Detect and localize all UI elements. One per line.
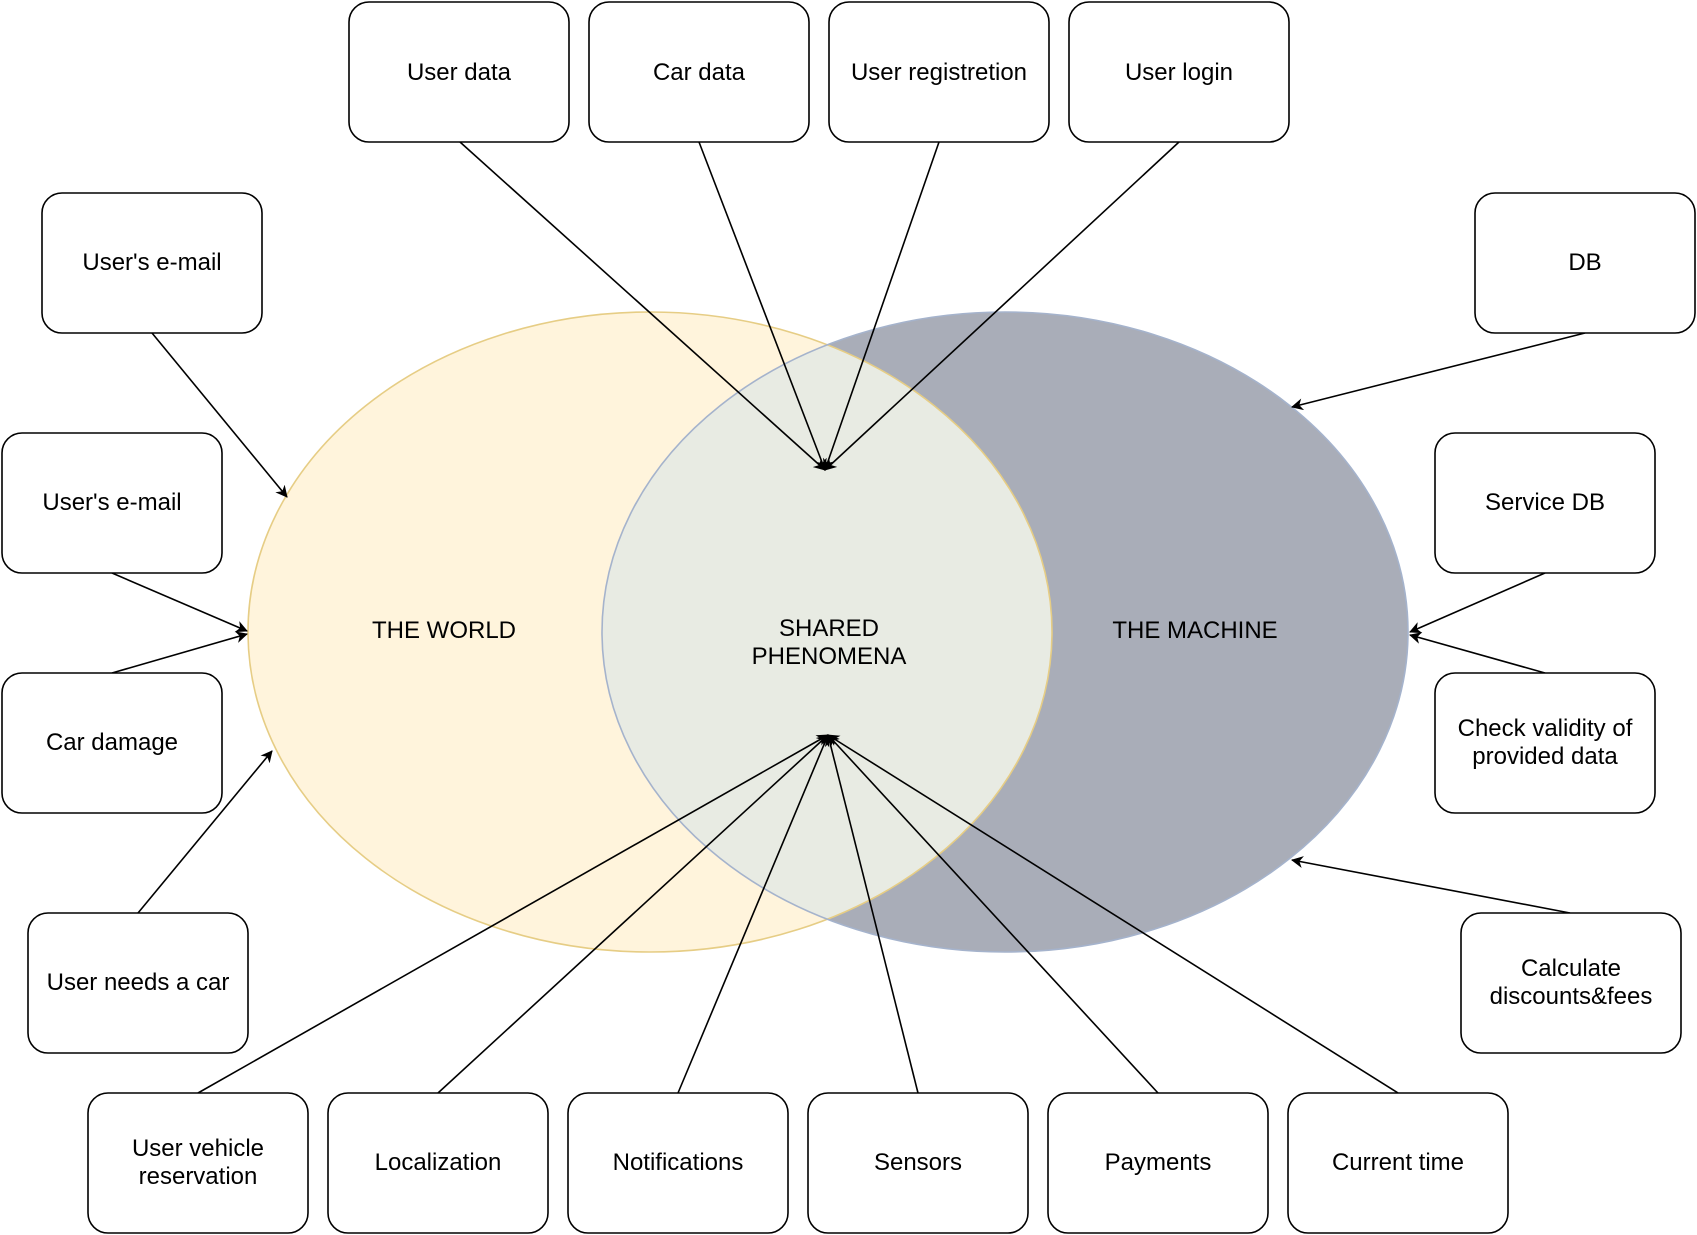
world-label: THE WORLD bbox=[372, 617, 516, 644]
box-label: DB bbox=[1568, 249, 1601, 276]
box-label-line1: Check validity of bbox=[1458, 715, 1633, 742]
edge-service-db bbox=[1409, 572, 1546, 634]
box-label: User's e-mail bbox=[82, 249, 221, 276]
box-user-registration[interactable]: User registretion bbox=[828, 1, 1050, 143]
box-label: User data bbox=[407, 59, 512, 86]
box-label: Car damage bbox=[46, 729, 178, 756]
box-label-line1: User vehicle bbox=[132, 1135, 264, 1162]
edge-localization bbox=[437, 734, 829, 1094]
box-label: Sensors bbox=[874, 1149, 962, 1176]
box-label-line2: provided data bbox=[1472, 743, 1618, 770]
box-label: Notifications bbox=[613, 1149, 744, 1176]
shared-region bbox=[602, 312, 1052, 952]
edges bbox=[111, 141, 1586, 1094]
edge-calculate bbox=[1291, 856, 1571, 914]
box-user-login[interactable]: User login bbox=[1068, 1, 1290, 143]
box-label: Current time bbox=[1332, 1149, 1464, 1176]
box-car-damage[interactable]: Car damage bbox=[1, 672, 223, 814]
edge-current-time bbox=[827, 734, 1399, 1094]
box-car-data[interactable]: Car data bbox=[588, 1, 810, 143]
machine-label: THE MACHINE bbox=[1112, 617, 1277, 644]
edge-car-data bbox=[698, 141, 827, 471]
machine-region-outline bbox=[601, 311, 1409, 953]
box-label: Car data bbox=[653, 59, 746, 86]
box-notifications[interactable]: Notifications bbox=[567, 1092, 789, 1234]
shared-label-line2: PHENOMENA bbox=[752, 643, 907, 670]
box-label: User registretion bbox=[851, 59, 1027, 86]
edge-notifications bbox=[677, 734, 830, 1094]
box-label-line2: discounts&fees bbox=[1490, 983, 1653, 1010]
box-label: Localization bbox=[375, 1149, 502, 1176]
box-user-data[interactable]: User data bbox=[348, 1, 570, 143]
box-current-time[interactable]: Current time bbox=[1287, 1092, 1509, 1234]
box-users-email-top[interactable]: User's e-mail bbox=[41, 192, 263, 334]
edge-users-email-mid bbox=[111, 572, 248, 633]
edge-user-needs-car bbox=[137, 750, 273, 914]
edge-user-login bbox=[824, 141, 1180, 471]
edge-user-registration bbox=[822, 141, 940, 471]
box-label: User's e-mail bbox=[42, 489, 181, 516]
box-user-needs-car[interactable]: User needs a car bbox=[27, 912, 249, 1054]
edge-user-data bbox=[459, 141, 826, 471]
edge-users-email-top bbox=[151, 332, 288, 498]
box-label: Service DB bbox=[1485, 489, 1605, 516]
edge-check-validity bbox=[1409, 632, 1546, 674]
edge-sensors bbox=[824, 734, 919, 1094]
shared-label-line1: SHARED bbox=[779, 615, 879, 642]
edge-db bbox=[1291, 332, 1586, 411]
box-localization[interactable]: Localization bbox=[327, 1092, 549, 1234]
box-label: User needs a car bbox=[47, 969, 230, 996]
edge-car-damage bbox=[111, 631, 248, 674]
box-label: Payments bbox=[1105, 1149, 1212, 1176]
box-service-db[interactable]: Service DB bbox=[1434, 432, 1656, 574]
box-check-validity[interactable]: Check validity of provided data bbox=[1434, 672, 1656, 814]
box-label-line1: Calculate bbox=[1521, 955, 1621, 982]
box-payments[interactable]: Payments bbox=[1047, 1092, 1269, 1234]
edge-payments bbox=[827, 734, 1159, 1094]
box-users-email-mid[interactable]: User's e-mail bbox=[1, 432, 223, 574]
box-sensors[interactable]: Sensors bbox=[807, 1092, 1029, 1234]
box-label: User login bbox=[1125, 59, 1233, 86]
box-label-line2: reservation bbox=[139, 1163, 258, 1190]
edge-reservation bbox=[197, 734, 829, 1094]
box-calculate-discounts[interactable]: Calculate discounts&fees bbox=[1460, 912, 1682, 1054]
box-user-vehicle-reservation[interactable]: User vehicle reservation bbox=[87, 1092, 309, 1234]
box-db[interactable]: DB bbox=[1474, 192, 1696, 334]
